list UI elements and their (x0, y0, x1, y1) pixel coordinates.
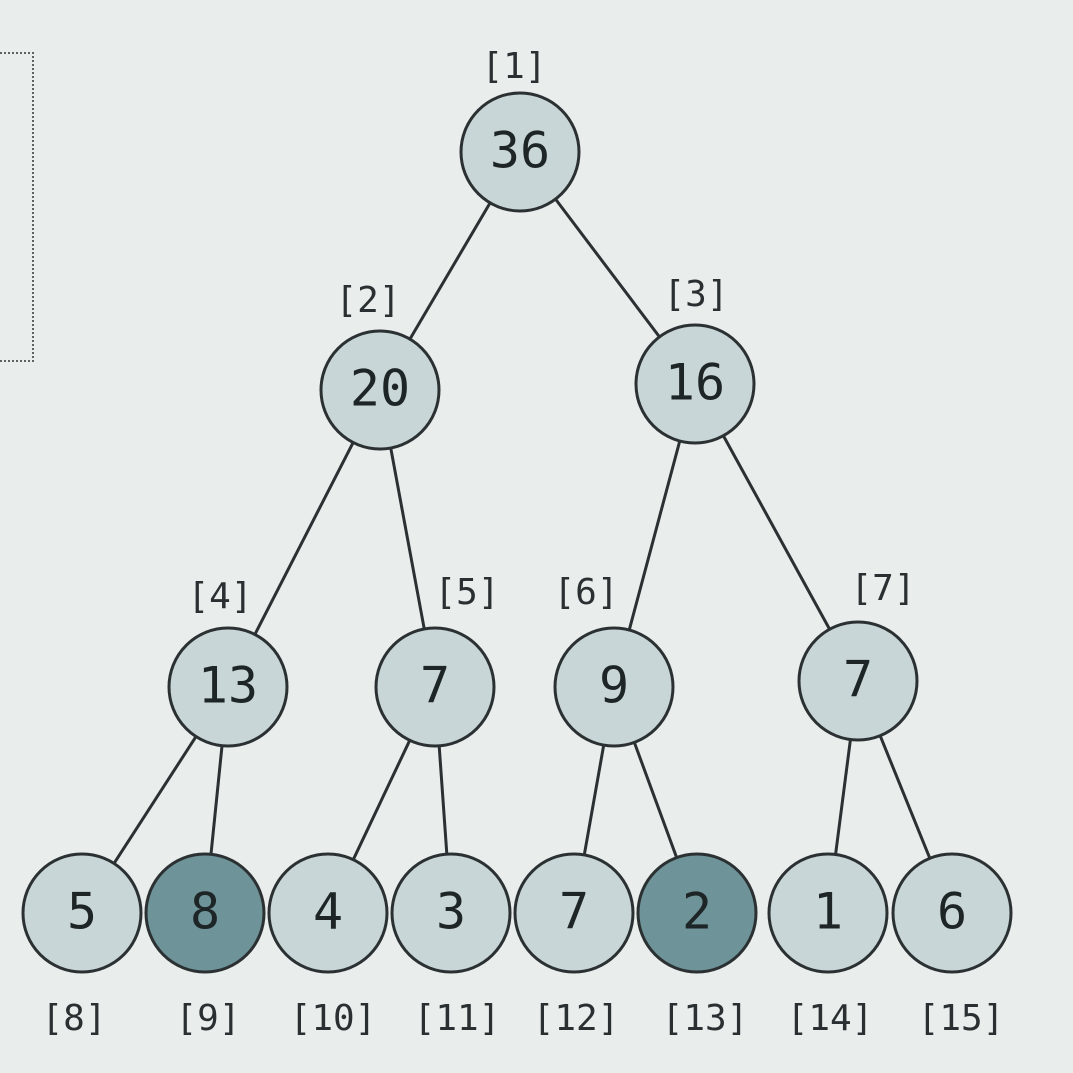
node-value: 4 (313, 883, 343, 941)
node-index-label-2: [2] (335, 280, 400, 321)
node-value: 2 (682, 883, 712, 941)
node-circle (459, 91, 581, 213)
node-index-label-10: [10] (290, 998, 377, 1039)
node-index-label-3: [3] (663, 274, 728, 315)
node-circle (634, 323, 756, 445)
edge-2-5 (389, 447, 426, 630)
node-index-label-14: [14] (787, 998, 874, 1039)
node-circle (319, 329, 441, 451)
node-value: 13 (198, 657, 258, 715)
node-index-label-9: [9] (175, 998, 240, 1039)
node-circle (767, 852, 889, 974)
tree-node-11: 3 (390, 852, 512, 974)
node-circle (513, 852, 635, 974)
tree-node-8: 5 (21, 852, 143, 974)
node-index-label-7: [7] (850, 568, 915, 609)
edge-7-15 (878, 735, 932, 859)
node-circle (374, 626, 496, 748)
edge-1-2 (408, 202, 492, 340)
edge-2-4 (253, 441, 355, 636)
edge-4-8 (112, 735, 198, 865)
node-index-label-13: [13] (662, 998, 749, 1039)
node-value: 36 (490, 122, 550, 180)
edge-3-7 (722, 435, 831, 630)
node-circle (797, 620, 919, 742)
node-value: 1 (813, 883, 843, 941)
node-circle-highlighted (636, 852, 758, 974)
node-index-label-6: [6] (553, 572, 618, 613)
tree-node-10: 4 (267, 852, 389, 974)
node-value: 3 (436, 883, 466, 941)
tree-node-9: 8 (144, 852, 266, 974)
tree-node-6: 9 (553, 626, 675, 748)
node-index-label-11: [11] (414, 998, 501, 1039)
node-circle (390, 852, 512, 974)
node-index-label-15: [15] (918, 998, 1005, 1039)
node-index-label-4: [4] (187, 576, 252, 617)
node-value: 16 (665, 354, 725, 412)
node-value: 7 (843, 651, 873, 709)
tree-node-1: 36 (459, 91, 581, 213)
bracket-frame (0, 52, 34, 362)
tree-index-labels: [1] [2] [3] [4] [5] [6] [7] [8] [9] [10] [11] [12] [… (41, 46, 1004, 1039)
tree-node-14: 1 (767, 852, 889, 974)
node-value: 7 (559, 883, 589, 941)
node-circle (553, 626, 675, 748)
tree-node-3: 16 (634, 323, 756, 445)
tree-node-13: 2 (636, 852, 758, 974)
node-value: 20 (350, 360, 410, 418)
tree-edges (112, 198, 932, 865)
edge-5-11 (437, 745, 449, 855)
edge-1-3 (554, 198, 661, 338)
node-circle (167, 626, 289, 748)
node-circle (891, 852, 1013, 974)
node-index-label-8: [8] (41, 998, 106, 1039)
node-index-label-1: [1] (481, 46, 546, 87)
edge-3-6 (627, 440, 682, 631)
edge-5-10 (351, 739, 412, 861)
tree-node-12: 7 (513, 852, 635, 974)
tree-node-5: 7 (374, 626, 496, 748)
node-circle (21, 852, 143, 974)
tree-node-15: 6 (891, 852, 1013, 974)
edge-7-14 (834, 739, 852, 855)
node-value: 7 (420, 657, 450, 715)
tree-node-4: 13 (167, 626, 289, 748)
node-value: 9 (599, 657, 629, 715)
node-value: 5 (67, 883, 97, 941)
node-circle-highlighted (144, 852, 266, 974)
edge-6-13 (632, 741, 679, 859)
tree-node-2: 20 (319, 329, 441, 451)
node-index-label-12: [12] (533, 998, 620, 1039)
edge-6-12 (582, 744, 606, 856)
node-value: 8 (190, 883, 220, 941)
node-value: 6 (937, 883, 967, 941)
edge-4-9 (209, 745, 224, 855)
node-circle (267, 852, 389, 974)
tree-node-7: 7 (797, 620, 919, 742)
node-index-label-5: [5] (434, 572, 499, 613)
